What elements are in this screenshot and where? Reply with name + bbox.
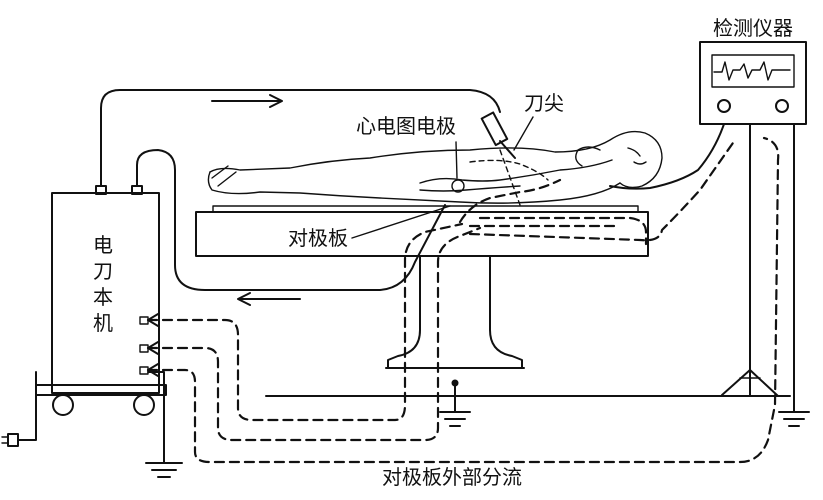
patient-figure: [207, 130, 663, 206]
esu-label-char-3: 本: [93, 285, 113, 309]
return-plate-label: 对极板: [288, 226, 348, 250]
blade-tip-leader: [513, 116, 534, 151]
arrow-left-icon: [237, 292, 301, 306]
stray-current-label: 对极板外部分流: [382, 465, 522, 489]
esu-label-char-4: 机: [93, 311, 113, 335]
ecg-electrode-leader: [455, 141, 458, 179]
monitor-ground-icon: [778, 123, 810, 427]
electrosurgical-pencil: [480, 111, 516, 159]
monitor-stand: [721, 123, 779, 397]
arrow-right-icon: [211, 94, 283, 108]
return-plate-leader: [351, 205, 451, 239]
esu-ground-icon: [145, 371, 183, 478]
monitor-device: [699, 41, 807, 125]
return-cable: [136, 149, 446, 291]
table-ground-icon: [439, 379, 471, 427]
ecg-cable: [609, 123, 725, 190]
power-plug-icon: [1, 371, 37, 447]
esu-label-char-1: 电: [93, 233, 113, 257]
ecg-electrode-label: 心电图电极: [356, 114, 456, 138]
monitor-label: 检测仪器: [713, 16, 793, 40]
return-arrow-icons: [147, 313, 159, 377]
blade-tip-label: 刀尖: [524, 91, 564, 115]
active-cable: [100, 89, 501, 187]
esu-label-char-2: 刀: [93, 259, 113, 283]
stray-current-paths: [146, 136, 780, 464]
operating-table: [195, 205, 649, 369]
